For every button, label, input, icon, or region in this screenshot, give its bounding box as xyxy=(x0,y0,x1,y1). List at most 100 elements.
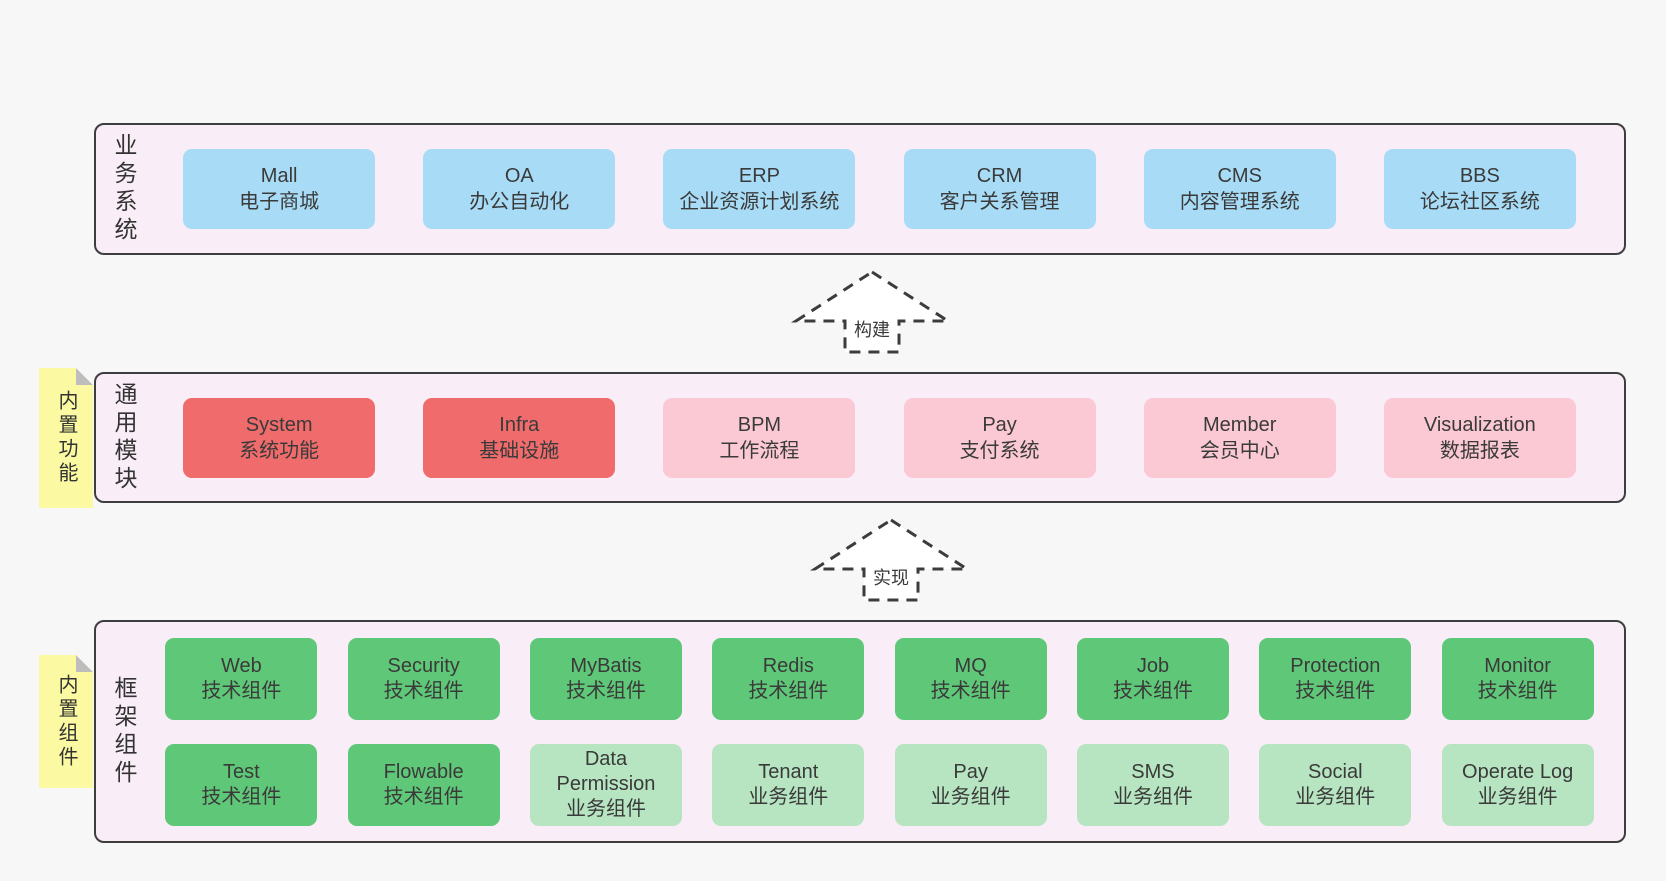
box-title: Redis xyxy=(762,654,814,677)
box-subtitle: 技术组件 xyxy=(565,679,646,702)
box-title: Test xyxy=(222,760,260,783)
box-title: Tenant xyxy=(758,760,819,783)
up-arrow-icon xyxy=(790,270,954,354)
folded-corner-icon xyxy=(76,655,93,672)
up-arrow-icon xyxy=(809,518,973,602)
box-subtitle: 支付系统 xyxy=(959,439,1040,462)
box-test: Test 技术组件 xyxy=(165,743,318,826)
box-subtitle: 电子商城 xyxy=(239,191,320,213)
box-subtitle: 基础设施 xyxy=(479,439,560,462)
box-bpm: BPM 工作流程 xyxy=(663,397,856,478)
box-redis: Redis 技术组件 xyxy=(712,637,865,720)
box-operate-log: Operate Log 业务组件 xyxy=(1441,743,1594,826)
box-subtitle: 技术组件 xyxy=(201,679,282,702)
box-flowable: Flowable 技术组件 xyxy=(347,743,500,826)
builtin-features-note-text: 内置功能 xyxy=(55,390,77,486)
box-title: Social xyxy=(1308,760,1363,783)
box-social: Social 业务组件 xyxy=(1259,743,1412,826)
box-title: Job xyxy=(1136,654,1170,677)
box-subtitle: 技术组件 xyxy=(1295,679,1376,702)
box-security: Security 技术组件 xyxy=(347,637,500,720)
box-infra: Infra 基础设施 xyxy=(423,397,616,478)
box-bbs: BBS 论坛社区系统 xyxy=(1383,149,1576,229)
box-title: Mall xyxy=(260,165,298,187)
box-subtitle: 业务组件 xyxy=(1477,785,1558,808)
box-title: MQ xyxy=(954,654,987,677)
box-title: Visualization xyxy=(1423,413,1536,436)
box-subtitle: 技术组件 xyxy=(201,785,282,808)
box-data-permission: Data Permission 业务组件 xyxy=(529,743,682,826)
box-subtitle: 论坛社区系统 xyxy=(1419,191,1540,213)
framework-row-1: Web 技术组件 Security 技术组件 MyBatis 技术组件 Redi… xyxy=(135,637,1624,720)
box-mq: MQ 技术组件 xyxy=(894,637,1047,720)
box-title: BPM xyxy=(737,413,782,436)
framework-components-rows: Web 技术组件 Security 技术组件 MyBatis 技术组件 Redi… xyxy=(135,637,1624,826)
builtin-components-note-text: 内置组件 xyxy=(55,673,77,770)
box-title: System xyxy=(245,413,313,436)
box-title: Flowable xyxy=(383,760,464,783)
box-title: Data Permission xyxy=(556,748,656,795)
box-title: OA xyxy=(504,165,534,187)
box-member: Member 会员中心 xyxy=(1143,397,1336,478)
box-title: ERP xyxy=(738,165,780,187)
box-erp: ERP 企业资源计划系统 xyxy=(663,149,856,229)
box-monitor: Monitor 技术组件 xyxy=(1441,637,1594,720)
box-subtitle: 会员中心 xyxy=(1199,439,1280,462)
common-modules-container: 通用模块 System 系统功能 Infra 基础设施 BPM 工作流程 Pay… xyxy=(94,372,1626,503)
box-subtitle: 技术组件 xyxy=(748,679,829,702)
box-mall: Mall 电子商城 xyxy=(183,149,376,229)
box-job: Job 技术组件 xyxy=(1076,637,1229,720)
box-subtitle: 业务组件 xyxy=(748,785,829,808)
framework-components-container: 框架组件 Web 技术组件 Security 技术组件 MyBatis 技术组件… xyxy=(94,620,1626,843)
box-subtitle: 技术组件 xyxy=(1477,679,1558,702)
builtin-features-note: 内置功能 xyxy=(39,368,93,508)
box-title: Security xyxy=(387,654,460,677)
box-subtitle: 数据报表 xyxy=(1439,439,1520,462)
box-subtitle: 客户关系管理 xyxy=(939,191,1060,213)
box-pay-module: Pay 支付系统 xyxy=(903,397,1096,478)
box-title: Monitor xyxy=(1484,654,1551,677)
implement-arrow-label: 实现 xyxy=(873,568,909,588)
box-mybatis: MyBatis 技术组件 xyxy=(529,637,682,720)
box-title: Member xyxy=(1203,413,1277,436)
box-title: Pay xyxy=(982,413,1017,436)
box-crm: CRM 客户关系管理 xyxy=(903,149,1096,229)
business-systems-row: Mall 电子商城 OA 办公自动化 ERP 企业资源计划系统 CRM 客户关系… xyxy=(135,149,1624,229)
common-modules-row: System 系统功能 Infra 基础设施 BPM 工作流程 Pay 支付系统… xyxy=(135,397,1624,478)
box-title: CRM xyxy=(976,165,1023,187)
box-title: Web xyxy=(220,654,262,677)
box-subtitle: 技术组件 xyxy=(383,785,464,808)
business-systems-container: 业务系统 Mall 电子商城 OA 办公自动化 ERP 企业资源计划系统 CRM… xyxy=(94,123,1626,255)
box-subtitle: 办公自动化 xyxy=(469,191,570,213)
box-subtitle: 业务组件 xyxy=(1295,785,1376,808)
common-modules-label: 通用模块 xyxy=(111,381,137,494)
build-arrow-label: 构建 xyxy=(854,320,890,340)
box-title: SMS xyxy=(1131,760,1175,783)
box-subtitle: 业务组件 xyxy=(930,785,1011,808)
build-arrow: 构建 xyxy=(787,268,957,356)
box-subtitle: 内容管理系统 xyxy=(1179,191,1300,213)
box-visualization: Visualization 数据报表 xyxy=(1383,397,1576,478)
framework-components-label: 框架组件 xyxy=(111,675,137,788)
box-subtitle: 技术组件 xyxy=(1112,679,1193,702)
box-subtitle: 企业资源计划系统 xyxy=(679,191,840,213)
box-subtitle: 业务组件 xyxy=(565,798,646,820)
box-subtitle: 系统功能 xyxy=(239,439,320,462)
box-title: MyBatis xyxy=(570,654,642,677)
box-title: Operate Log xyxy=(1462,760,1574,783)
framework-row-2: Test 技术组件 Flowable 技术组件 Data Permission … xyxy=(135,743,1624,826)
box-subtitle: 业务组件 xyxy=(1112,785,1193,808)
box-subtitle: 技术组件 xyxy=(383,679,464,702)
box-title: Infra xyxy=(499,413,540,436)
box-tenant: Tenant 业务组件 xyxy=(712,743,865,826)
business-systems-label: 业务系统 xyxy=(111,133,137,245)
folded-corner-icon xyxy=(76,368,93,385)
implement-arrow: 实现 xyxy=(806,516,976,604)
box-protection: Protection 技术组件 xyxy=(1259,637,1412,720)
box-pay-component: Pay 业务组件 xyxy=(894,743,1047,826)
box-title: CMS xyxy=(1217,165,1262,187)
box-subtitle: 技术组件 xyxy=(930,679,1011,702)
box-sms: SMS 业务组件 xyxy=(1076,743,1229,826)
box-web: Web 技术组件 xyxy=(165,637,318,720)
